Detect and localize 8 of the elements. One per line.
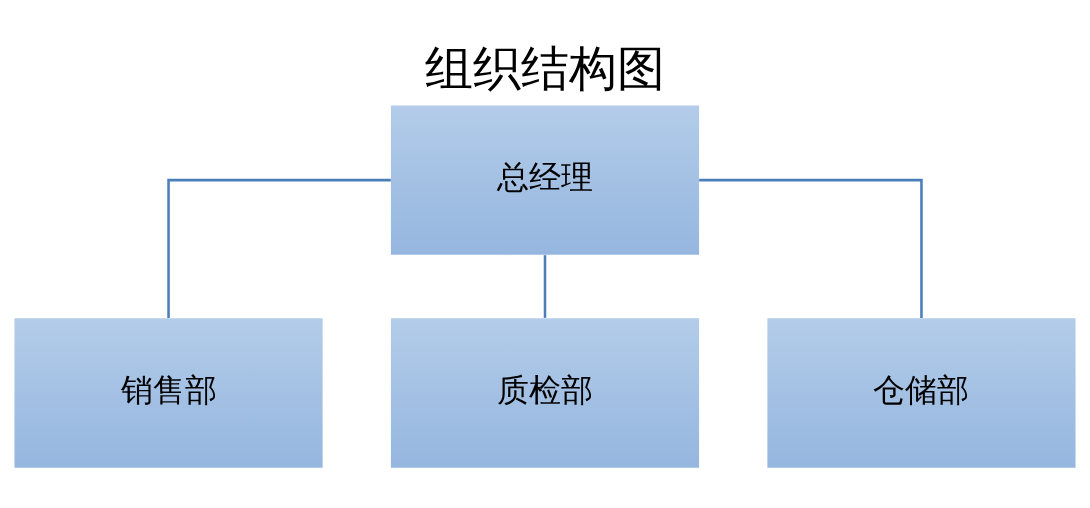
connector — [543, 255, 547, 318]
diagram-title: 组织结构图 — [425, 40, 665, 96]
connector — [167, 178, 391, 318]
connector — [699, 178, 923, 318]
node-box: 销售部 — [14, 318, 323, 468]
node-box: 总经理 — [390, 105, 700, 255]
node-box: 仓储部 — [767, 318, 1076, 468]
node-box: 质检部 — [390, 318, 700, 468]
